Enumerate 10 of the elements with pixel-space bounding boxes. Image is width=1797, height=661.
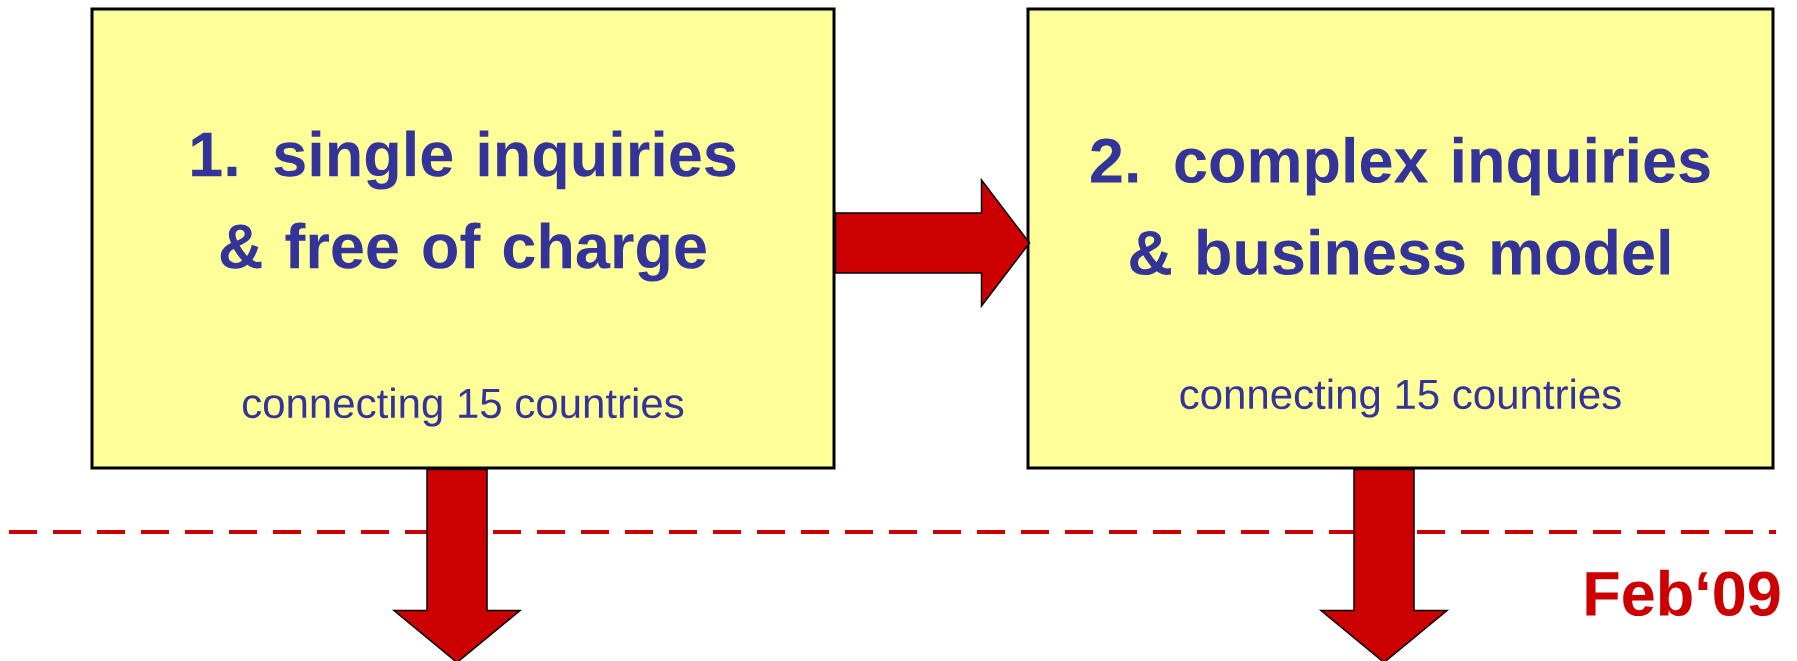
block-arrow bbox=[834, 177, 1031, 309]
heading-text: 2. complex inquiries & business model bbox=[1091, 136, 1710, 276]
process-box bbox=[90, 7, 836, 470]
block-arrow bbox=[1318, 468, 1450, 661]
heading-text: 1. single inquiries & free of charge bbox=[192, 130, 736, 282]
caption-text: connecting 15 countries bbox=[243, 387, 684, 427]
caption-text: connecting 15 countries bbox=[1180, 378, 1621, 418]
date-label: Feb‘09 bbox=[1586, 569, 1780, 617]
block-arrow bbox=[391, 468, 523, 661]
process-box bbox=[1026, 7, 1775, 470]
